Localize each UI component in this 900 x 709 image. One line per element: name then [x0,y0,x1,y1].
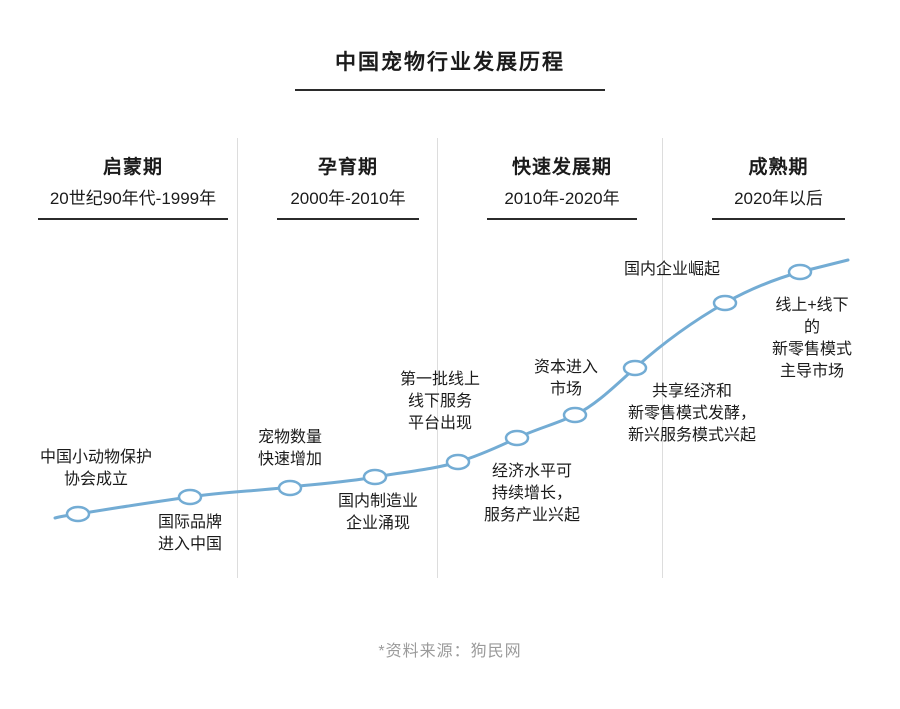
milestone-marker [277,479,303,497]
milestone-label: 国际品牌 进入中国 [157,514,223,553]
phase-name: 孕育期 [317,157,378,178]
source-note: *资料来源：狗民网 [378,643,522,660]
phase-divider [437,138,438,578]
milestone-marker [362,468,388,486]
phase-divider [662,138,663,578]
milestone-label: 宠物数量 快速增加 [257,429,323,468]
phase-header-incubation: 孕育期 2000年-2010年 [277,152,419,220]
page-title: 中国宠物行业发展历程 [295,46,605,91]
milestone-marker [177,488,203,506]
milestone-label: 共享经济和 新零售模式发酵， 新兴服务模式兴起 [627,383,757,444]
milestone-marker [787,263,813,281]
phase-range: 2000年-2010年 [290,189,406,208]
title-row: 中国宠物行业发展历程 [0,46,900,91]
phase-range: 20世纪90年代-1999年 [49,189,217,208]
milestone-label: 中国小动物保护 协会成立 [39,449,153,488]
phase-header-rapid-growth: 快速发展期 2010年-2020年 [487,152,637,220]
milestone-marker [445,453,471,471]
milestone-label: 国内制造业 企业涌现 [337,493,419,532]
phase-name: 快速发展期 [511,157,612,178]
milestone-label: 国内企业崛起 [623,261,721,278]
milestone-marker [712,294,738,312]
phase-header-enlightenment: 启蒙期 20世纪90年代-1999年 [38,152,228,220]
phase-divider [237,138,238,578]
milestone-marker [622,359,648,377]
phase-name: 成熟期 [748,157,809,178]
phase-name: 启蒙期 [102,157,163,178]
milestone-label: 资本进入 市场 [533,359,599,398]
phase-range: 2020年以后 [734,189,823,208]
milestone-label: 经济水平可 持续增长， 服务产业兴起 [483,463,581,524]
phase-header-maturity: 成熟期 2020年以后 [712,152,845,220]
phase-range: 2010年-2020年 [504,189,620,208]
milestone-marker [562,406,588,424]
milestone-marker [65,505,91,523]
milestone-label: 线上+线下的 新零售模式 主导市场 [771,297,852,380]
milestone-marker [504,429,530,447]
milestone-label: 第一批线上 线下服务 平台出现 [399,371,481,432]
